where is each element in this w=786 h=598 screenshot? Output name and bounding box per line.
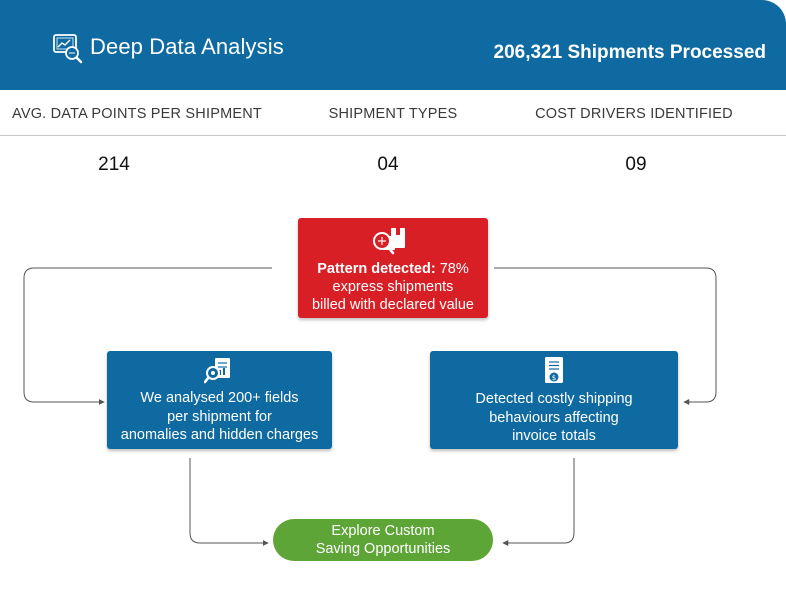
metric-label-data-points: AVG. DATA POINTS PER SHIPMENT <box>12 106 262 122</box>
pattern-bold-prefix: Pattern detected: <box>317 261 436 277</box>
pattern-percentage: 78% <box>435 261 469 277</box>
metric-value-data-points: 214 <box>98 154 130 175</box>
connector-pattern-to-analysis <box>23 267 272 405</box>
shipments-processed-count: 206,321 Shipments Processed <box>493 42 766 63</box>
pattern-line-2: express shipments <box>332 279 454 295</box>
divider <box>0 135 786 136</box>
explore-savings-button[interactable]: Explore Custom Saving Opportunities <box>273 519 493 561</box>
document-dollar-icon: $ <box>542 356 566 388</box>
behaviour-line-2: behaviours affecting <box>489 409 619 426</box>
magnifier-chart-icon <box>52 32 84 64</box>
connector-behaviour-to-cta <box>502 458 575 546</box>
pattern-line-1: Pattern detected: 78% <box>298 260 488 279</box>
metric-value-cost-drivers: 09 <box>625 154 647 175</box>
analysis-line-1: We analysed 200+ fields <box>140 390 299 406</box>
connector-analysis-to-cta <box>189 458 269 546</box>
metric-label-cost-drivers: COST DRIVERS IDENTIFIED <box>535 106 733 122</box>
analysis-line-2: per shipment for <box>167 408 272 425</box>
analysis-line-3: anomalies and hidden charges <box>120 427 319 443</box>
behaviour-line-3: invoice totals <box>512 428 596 444</box>
svg-text:$: $ <box>552 374 556 382</box>
header-banner: Deep Data Analysis 206,321 Shipments Pro… <box>0 0 786 90</box>
metric-value-shipment-types: 04 <box>377 154 399 175</box>
analysis-box: We analysed 200+ fields per shipment for… <box>107 351 332 449</box>
behaviour-box: $ Detected costly shipping behaviours af… <box>430 351 678 449</box>
behaviour-line-1: Detected costly shipping <box>475 391 633 407</box>
connector-pattern-to-behaviour <box>494 267 717 405</box>
metric-label-shipment-types: SHIPMENT TYPES <box>328 106 458 122</box>
pattern-line-3: billed with declared value <box>311 297 474 313</box>
pattern-detected-box: Pattern detected: 78% express shipments … <box>298 218 488 318</box>
page-title: Deep Data Analysis <box>90 34 284 59</box>
cta-line-1: Explore Custom <box>331 523 435 539</box>
search-package-icon <box>371 226 415 256</box>
data-analysis-icon <box>203 357 234 385</box>
cta-line-2: Saving Opportunities <box>315 541 451 557</box>
